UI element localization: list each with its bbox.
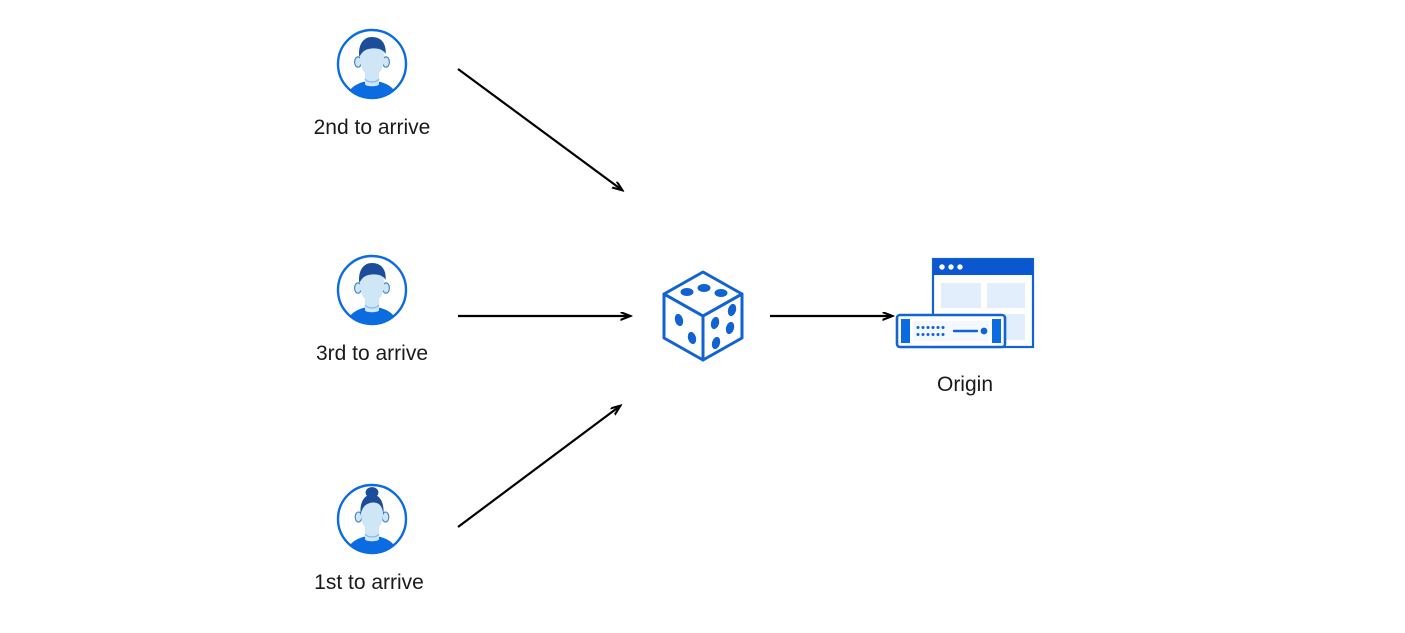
node-origin-server[interactable]: Origin bbox=[893, 255, 1038, 396]
node-label-origin: Origin bbox=[936, 373, 994, 396]
connector-1st-to-dice bbox=[457, 406, 620, 528]
router-appliance-shape bbox=[895, 313, 1007, 349]
origin-server-icon bbox=[895, 257, 1035, 349]
node-label-client-2nd: 2nd to arrive bbox=[313, 116, 431, 139]
user-avatar-icon bbox=[336, 254, 408, 326]
user-avatar-icon bbox=[336, 28, 408, 100]
node-label-client-3rd: 3rd to arrive bbox=[315, 342, 429, 365]
node-randomizer[interactable] bbox=[658, 268, 748, 369]
user-avatar-icon bbox=[336, 483, 408, 555]
node-label-client-1st: 1st to arrive bbox=[314, 571, 424, 594]
dice-icon bbox=[662, 270, 744, 362]
